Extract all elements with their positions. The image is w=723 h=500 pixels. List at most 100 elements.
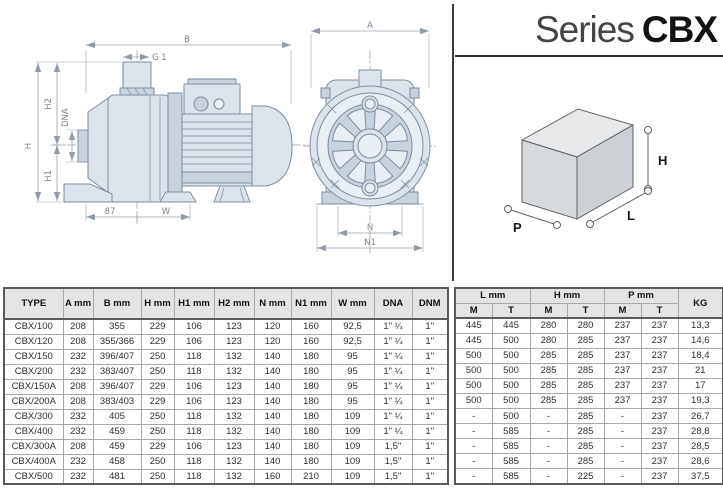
side-view-dimensions: B G 1 H H2 H1 DNA 87 W (24, 35, 292, 221)
value-cell: 1" (411, 468, 449, 485)
front-view-dimensions: A N N1 (310, 21, 430, 252)
value-cell: 132 (213, 453, 255, 470)
value-cell: 106 (173, 318, 215, 335)
value-cell: 500 (491, 362, 531, 379)
value-cell: 237 (603, 392, 642, 409)
value-cell: 140 (253, 378, 292, 395)
pump-type-cell: CBX/150A (3, 378, 64, 395)
value-cell: 481 (92, 468, 142, 485)
value-cell: 500 (454, 392, 493, 409)
value-cell: 285 (529, 347, 568, 364)
dimensions-table: TYPE A mm B mm H mm H1 mm H2 mm N mm N1 … (3, 287, 449, 485)
value-cell: - (529, 453, 568, 470)
subheader-row: M T M T M T (454, 302, 723, 319)
subheader-t: T (566, 302, 605, 319)
pump-side-view (52, 50, 308, 224)
value-cell: 140 (253, 423, 292, 440)
value-cell: 1" (411, 333, 449, 350)
value-cell: 180 (290, 348, 332, 365)
dim-label-g1: G 1 (152, 53, 167, 63)
box-dimension-lines (504, 126, 652, 229)
value-cell: 109 (330, 423, 375, 440)
value-cell: 19,3 (677, 392, 723, 409)
value-cell: 237 (603, 377, 642, 394)
value-cell: 180 (290, 423, 332, 440)
value-cell: 232 (62, 453, 94, 470)
vertical-divider (452, 4, 454, 281)
value-cell: 132 (213, 363, 255, 380)
group-header-row: L mm H mm P mm KG (454, 287, 723, 319)
dim-label-a: A (367, 21, 373, 31)
value-cell: 285 (566, 392, 605, 409)
value-cell: 160 (253, 468, 292, 485)
dim-label-87: 87 (105, 207, 116, 217)
page-title: Series CBX (455, 0, 723, 57)
group-header-h: H mm (529, 287, 605, 304)
value-cell: 285 (566, 423, 605, 440)
value-cell: 92,5 (330, 318, 375, 335)
value-cell: 500 (491, 332, 531, 349)
value-cell: 459 (92, 438, 142, 455)
value-cell: 118 (173, 453, 215, 470)
value-cell: 285 (566, 438, 605, 455)
pump-type-cell: CBX/200 (3, 363, 64, 380)
value-cell: 396/407 (92, 378, 142, 395)
col-header-type: TYPE (3, 287, 64, 320)
value-cell: - (603, 468, 642, 485)
value-cell: 355 (92, 318, 142, 335)
value-cell: 229 (140, 378, 175, 395)
pump-type-cell: CBX/300 (3, 408, 64, 425)
value-cell: 109 (330, 408, 375, 425)
value-cell: 21 (677, 362, 723, 379)
value-cell: 232 (62, 363, 94, 380)
header-row: TYPE A mm B mm H mm H1 mm H2 mm N mm N1 … (3, 287, 449, 320)
value-cell: 106 (173, 438, 215, 455)
value-cell: - (603, 407, 642, 425)
value-cell: 285 (566, 453, 605, 470)
value-cell: 140 (253, 363, 292, 380)
value-cell: 232 (62, 468, 94, 485)
value-cell: 160 (290, 318, 332, 335)
value-cell: 123 (213, 393, 255, 410)
value-cell: - (603, 438, 642, 455)
value-cell: 13,3 (677, 317, 723, 334)
value-cell: - (603, 453, 642, 470)
col-header-dnm: DNM (411, 287, 449, 320)
value-cell: 208 (62, 333, 94, 350)
value-cell: 280 (566, 317, 605, 334)
value-cell: 1" ¼ (373, 408, 413, 425)
specification-tables: TYPE A mm B mm H mm H1 mm H2 mm N mm N1 … (3, 287, 723, 485)
pump-type-cell: CBX/400A (3, 453, 64, 470)
title-model: CBX (641, 9, 718, 50)
value-cell: 14,6 (677, 332, 723, 349)
value-cell: 1,5" (373, 453, 413, 470)
dim-label-b: B (184, 35, 190, 45)
value-cell: 500 (491, 392, 531, 409)
value-cell: - (529, 468, 568, 485)
pump-type-cell: CBX/100 (3, 318, 64, 335)
value-cell: 95 (330, 378, 375, 395)
value-cell: 123 (213, 378, 255, 395)
value-cell: 132 (213, 408, 255, 425)
value-cell: 109 (330, 468, 375, 485)
value-cell: 237 (603, 362, 642, 379)
value-cell: 500 (454, 362, 493, 379)
subheader-t: T (491, 302, 531, 319)
value-cell: 237 (640, 468, 679, 485)
value-cell: 585 (491, 468, 531, 485)
value-cell: 180 (290, 453, 332, 470)
value-cell: 237 (640, 407, 679, 425)
value-cell: 132 (213, 348, 255, 365)
value-cell: 1" ¼ (373, 333, 413, 350)
value-cell: - (529, 438, 568, 455)
